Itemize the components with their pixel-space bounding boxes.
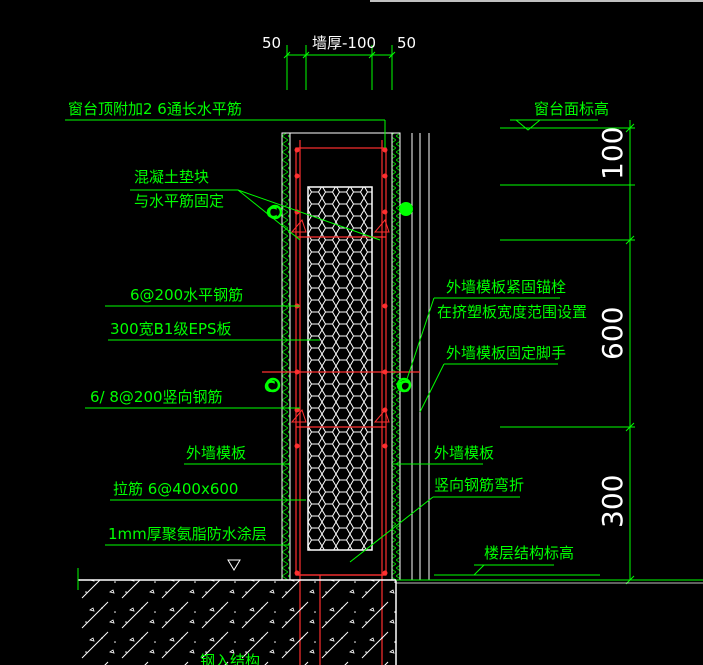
label-anchor-bolt-1: 外墙模板紧固锚栓 <box>446 278 566 296</box>
label-sill-rebar: 窗台顶附加2 6通长水平筋 <box>68 100 242 118</box>
dim-top-right: 50 <box>397 34 416 52</box>
label-formwork-support: 外墙模板固定脚手 <box>446 344 566 362</box>
c-markers: C C C <box>264 203 410 396</box>
label-sill-level: 窗台面标高 <box>534 100 609 118</box>
label-spacer-block-2: 与水平筋固定 <box>134 192 224 210</box>
label-bottom-partial: 钢入结构 <box>200 652 260 665</box>
label-floor-level: 楼层结构标高 <box>484 544 574 562</box>
annotations: 窗台顶附加2 6通长水平筋 窗台面标高 混凝土垫块 与水平筋固定 6@200水平… <box>68 100 609 665</box>
svg-text:C: C <box>266 203 278 222</box>
svg-text:C: C <box>398 377 410 396</box>
label-waterproof: 1mm厚聚氨脂防水涂层 <box>108 525 267 543</box>
dim-right-top: 100 <box>596 127 629 180</box>
eps-board <box>307 186 373 551</box>
label-anchor-bolt-2: 在挤塑板宽度范围设置 <box>437 303 587 321</box>
dim-wall-thickness: 墙厚-100 <box>312 34 376 52</box>
label-eps-board: 300宽B1级EPS板 <box>110 320 232 338</box>
label-tie-bar: 拉筋 6@400x600 <box>113 480 238 498</box>
bottom-marker <box>227 559 241 571</box>
label-spacer-block-1: 混凝土垫块 <box>134 168 209 186</box>
right-dimension: 100 600 300 <box>500 120 635 585</box>
label-horizontal-rebar: 6@200水平钢筋 <box>130 286 243 304</box>
dim-right-mid: 600 <box>596 307 629 360</box>
dim-top-left: 50 <box>262 34 281 52</box>
label-outer-formwork-right: 外墙模板 <box>434 444 494 462</box>
label-rebar-bend: 竖向钢筋弯折 <box>434 476 524 494</box>
spacer-blocks <box>290 218 390 423</box>
top-dimension: 50 墙厚-100 50 <box>262 34 416 90</box>
dim-right-bottom: 300 <box>596 475 629 528</box>
ground-slab <box>77 568 703 665</box>
leader-lines <box>65 119 598 576</box>
label-vertical-rebar: 6/ 8@200竖向钢筋 <box>90 388 223 406</box>
tie-bar <box>262 202 420 393</box>
label-outer-formwork-left: 外墙模板 <box>186 444 246 462</box>
svg-text:C: C <box>264 377 276 396</box>
